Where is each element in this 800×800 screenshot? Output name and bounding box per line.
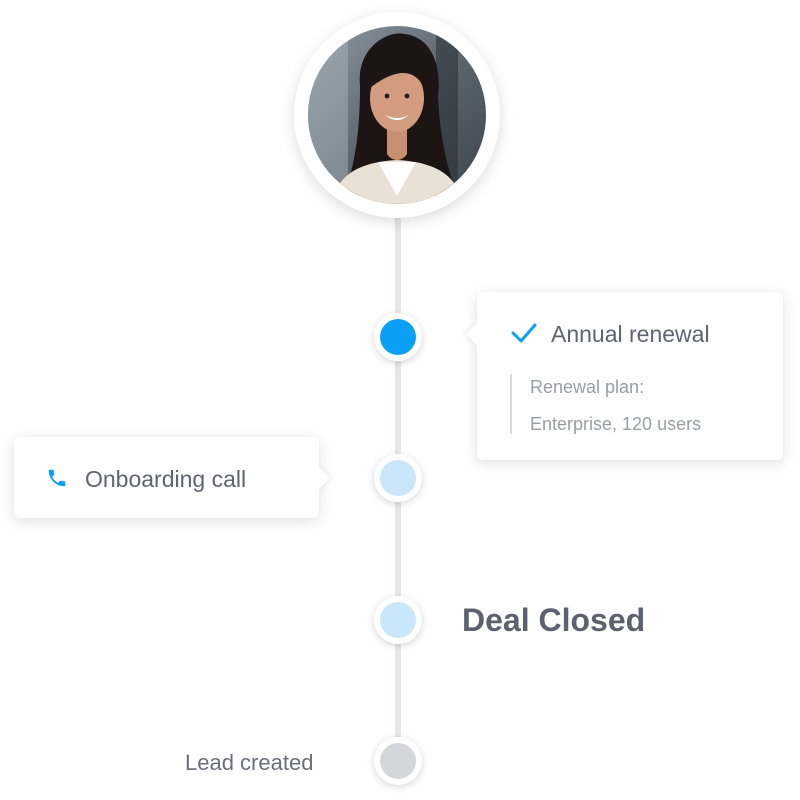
timeline-node-lead-created[interactable]	[374, 737, 422, 785]
timeline-node-deal-closed[interactable]	[374, 596, 422, 644]
status-dot-inactive	[380, 743, 416, 779]
event-card-annual-renewal[interactable]: Annual renewal Renewal plan: Enterprise,…	[465, 292, 783, 460]
event-title-deal-closed: Deal Closed	[462, 602, 646, 638]
event-card-onboarding-call[interactable]: Onboarding call	[14, 437, 331, 518]
status-dot-active	[380, 319, 416, 355]
event-title: Annual renewal	[551, 321, 710, 347]
avatar-photo	[308, 26, 486, 204]
detail-line-plan-value: Enterprise, 120 users	[530, 414, 702, 434]
detail-line-plan-label: Renewal plan:	[530, 377, 645, 397]
timeline-node-onboarding-call[interactable]	[374, 454, 422, 502]
status-dot-pending	[380, 602, 416, 638]
phone-icon	[46, 467, 68, 494]
detail-divider	[510, 374, 512, 434]
status-dot-pending	[380, 460, 416, 496]
avatar[interactable]	[294, 12, 500, 218]
check-icon	[510, 321, 538, 350]
event-title-lead-created: Lead created	[185, 750, 314, 775]
timeline-node-annual-renewal[interactable]	[374, 313, 422, 361]
event-title: Onboarding call	[85, 466, 247, 492]
